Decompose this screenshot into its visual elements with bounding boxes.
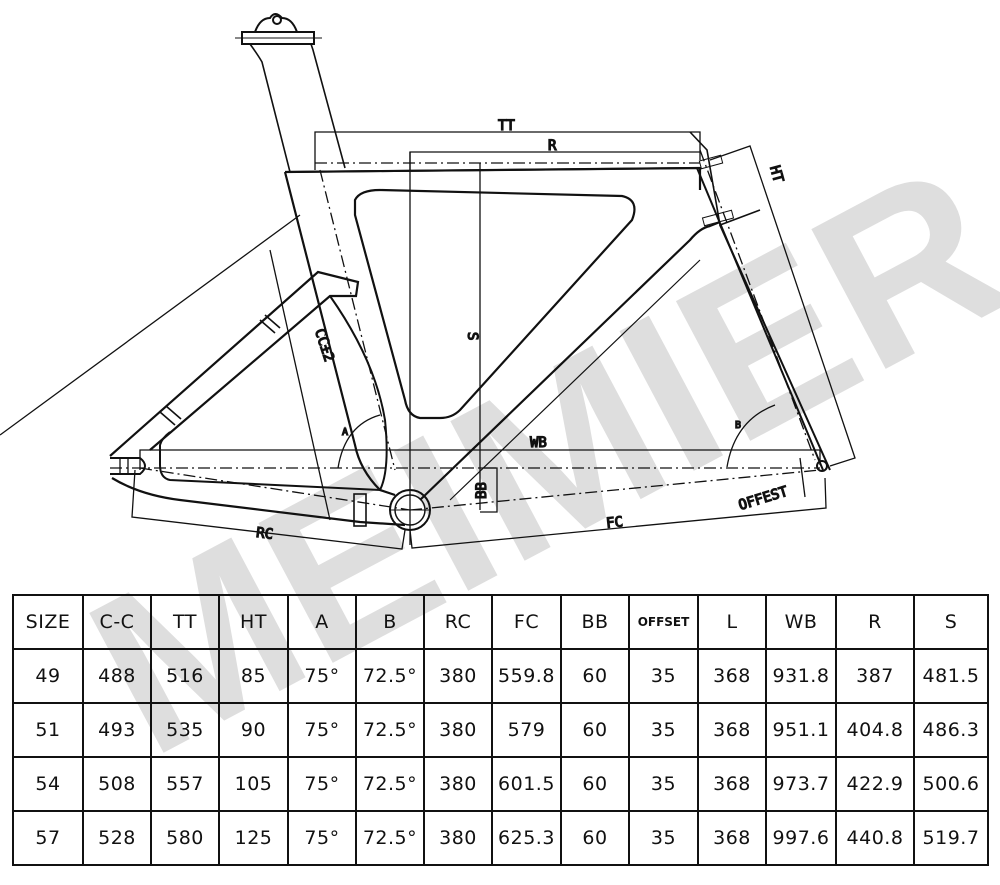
cell: 368 — [697, 702, 767, 758]
cell: 579 — [491, 702, 562, 758]
r-label: R — [548, 138, 557, 154]
offset-label: OFFEST — [737, 484, 791, 514]
table-row: 49 488 516 85 75° 72.5° 380 559.8 60 35 … — [12, 648, 989, 704]
cell: 75° — [287, 756, 357, 812]
cell: 35 — [628, 756, 699, 812]
table-row: 51 493 535 90 75° 72.5° 380 579 60 35 36… — [12, 702, 989, 758]
cell: 51 — [12, 702, 84, 758]
cell: 368 — [697, 756, 767, 812]
cell: 440.8 — [835, 810, 915, 866]
geometry-table: SIZE C-C TT HT A B RC FC BB OFFSET L WB … — [12, 594, 989, 866]
header-ht: HT — [218, 594, 289, 650]
cell: 580 — [150, 810, 220, 866]
bb-label: BB — [474, 482, 490, 499]
table-header-row: SIZE C-C TT HT A B RC FC BB OFFSET L WB … — [12, 594, 989, 650]
cell: 601.5 — [491, 756, 562, 812]
cell: 559.8 — [491, 648, 562, 704]
cell: 387 — [835, 648, 915, 704]
rc-label: RC — [255, 525, 274, 543]
cell: 60 — [560, 810, 630, 866]
cell: 60 — [560, 648, 630, 704]
table-row: 54 508 557 105 75° 72.5° 380 601.5 60 35… — [12, 756, 989, 812]
header-rc: RC — [423, 594, 493, 650]
cell: 493 — [82, 702, 152, 758]
header-l: L — [697, 594, 767, 650]
header-fc: FC — [491, 594, 562, 650]
header-r: R — [835, 594, 915, 650]
cell: 500.6 — [913, 756, 989, 812]
cell: 516 — [150, 648, 220, 704]
cell: 481.5 — [913, 648, 989, 704]
angle-a-label: A — [342, 427, 348, 438]
header-bb: BB — [560, 594, 630, 650]
cell: 380 — [423, 648, 493, 704]
cell: 105 — [218, 756, 289, 812]
cell: 519.7 — [913, 810, 989, 866]
cell: 72.5° — [355, 648, 425, 704]
table-row: 57 528 580 125 75° 72.5° 380 625.3 60 35… — [12, 810, 989, 866]
wb-label: WB — [530, 435, 547, 451]
frame-geometry-drawing: TT R S HT — [0, 13, 856, 550]
cell: 404.8 — [835, 702, 915, 758]
cell: 35 — [628, 810, 699, 866]
cell: 625.3 — [491, 810, 562, 866]
cell: 557 — [150, 756, 220, 812]
cell: 951.1 — [765, 702, 837, 758]
cc-label: CC±2 — [311, 327, 337, 364]
cell: 125 — [218, 810, 289, 866]
cell: 75° — [287, 810, 357, 866]
cell: 488 — [82, 648, 152, 704]
cell: 72.5° — [355, 756, 425, 812]
cell: 528 — [82, 810, 152, 866]
cell: 380 — [423, 810, 493, 866]
header-a: A — [287, 594, 357, 650]
cell: 486.3 — [913, 702, 989, 758]
cell: 57 — [12, 810, 84, 866]
cell: 931.8 — [765, 648, 837, 704]
ht-label: HT — [766, 164, 786, 185]
angle-b-label: B — [735, 420, 741, 431]
cell: 508 — [82, 756, 152, 812]
cell: 54 — [12, 756, 84, 812]
cell: 75° — [287, 702, 357, 758]
cell: 422.9 — [835, 756, 915, 812]
cell: 535 — [150, 702, 220, 758]
header-tt: TT — [150, 594, 220, 650]
tt-label: TT — [498, 118, 515, 134]
cell: 60 — [560, 756, 630, 812]
cell: 380 — [423, 702, 493, 758]
cell: 368 — [697, 810, 767, 866]
header-wb: WB — [765, 594, 837, 650]
header-offset: OFFSET — [628, 594, 699, 650]
cell: 72.5° — [355, 810, 425, 866]
cell: 973.7 — [765, 756, 837, 812]
cell: 60 — [560, 702, 630, 758]
cell: 380 — [423, 756, 493, 812]
cell: 997.6 — [765, 810, 837, 866]
cell: 72.5° — [355, 702, 425, 758]
header-size: SIZE — [12, 594, 84, 650]
cell: 85 — [218, 648, 289, 704]
cell: 35 — [628, 648, 699, 704]
header-cc: C-C — [82, 594, 152, 650]
cell: 35 — [628, 702, 699, 758]
cell: 75° — [287, 648, 357, 704]
header-s: S — [913, 594, 989, 650]
cell: 90 — [218, 702, 289, 758]
seatpost-clamp-icon — [235, 13, 322, 45]
header-b: B — [355, 594, 425, 650]
cell: 368 — [697, 648, 767, 704]
fc-label: FC — [605, 514, 623, 532]
s-label: S — [464, 332, 480, 340]
cell: 49 — [12, 648, 84, 704]
